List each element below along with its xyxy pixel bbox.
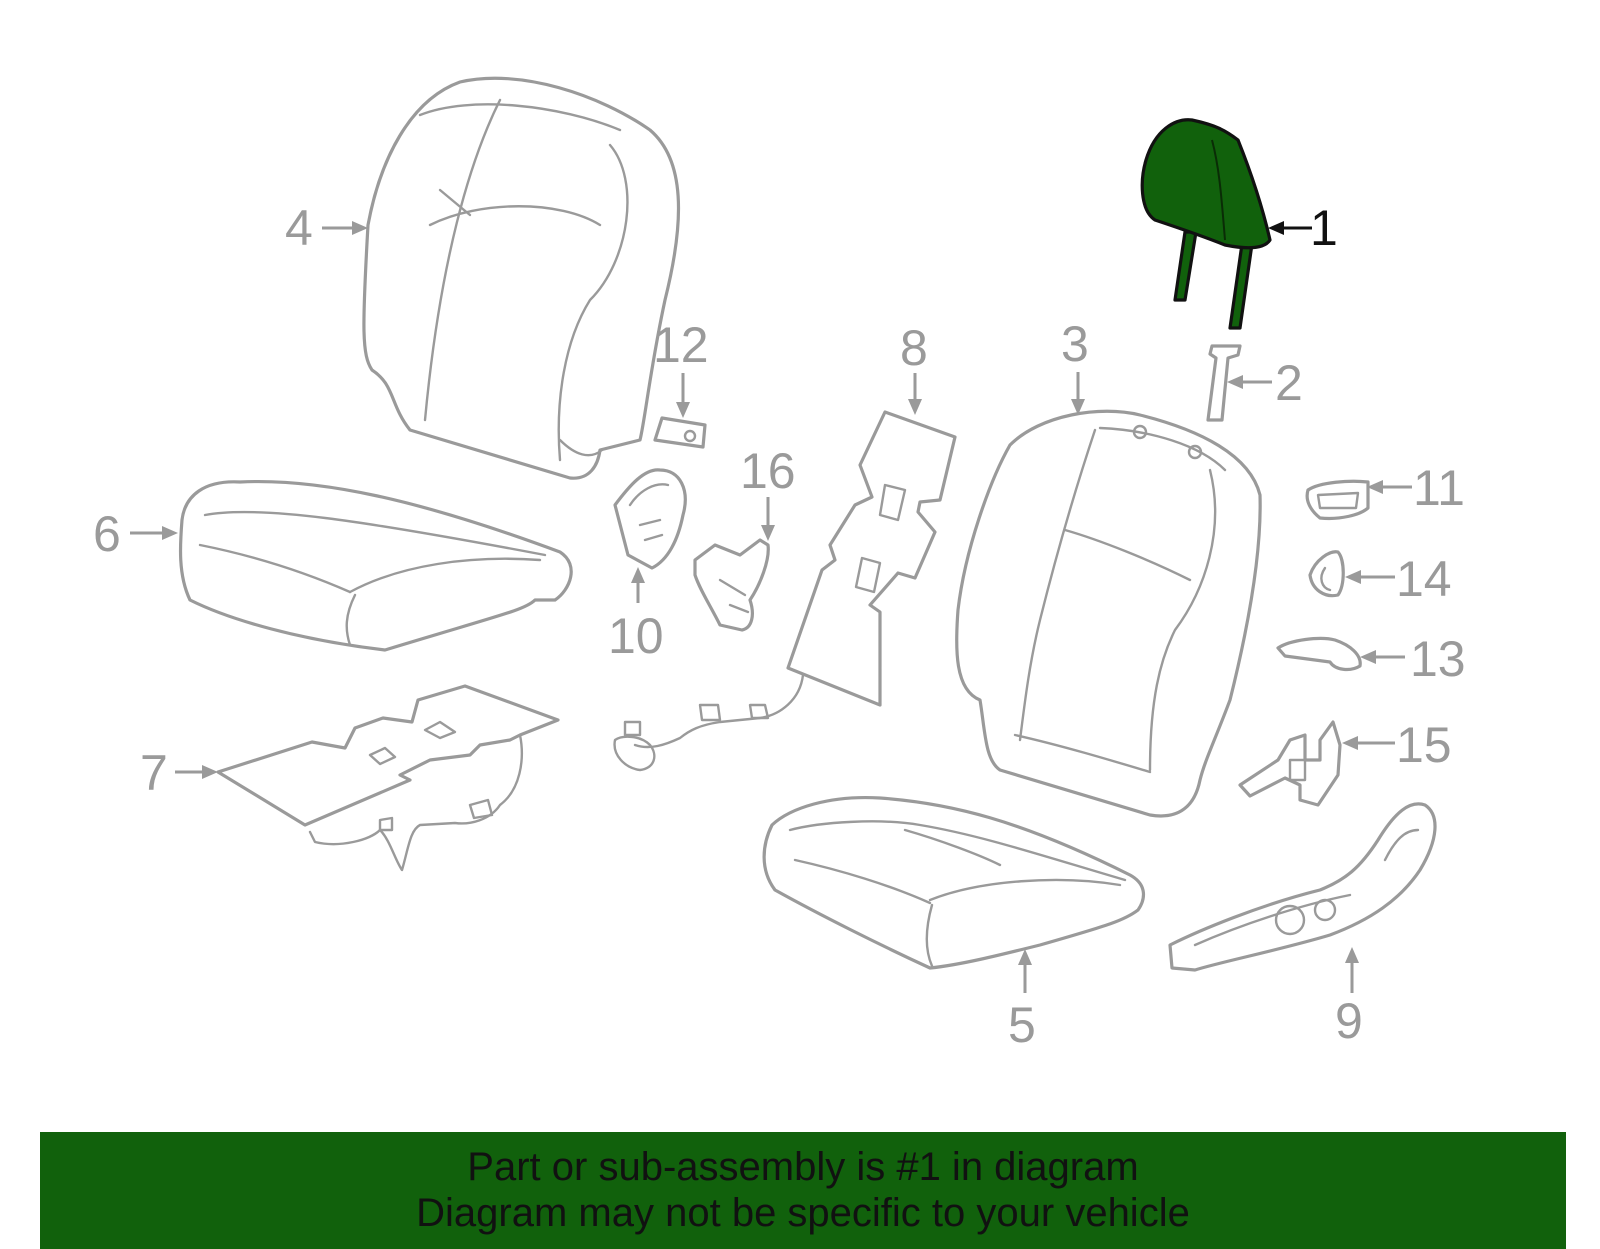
info-banner: Part or sub-assembly is #1 in diagram Di… — [40, 1132, 1566, 1249]
callout-8: 8 — [900, 320, 928, 376]
part-16-sensor[interactable] — [693, 538, 770, 632]
part-11-trim[interactable] — [1305, 479, 1370, 521]
callout-15: 15 — [1396, 717, 1452, 773]
callout-arrow-1 — [1268, 221, 1312, 235]
callout-14: 14 — [1396, 551, 1452, 607]
part-12-clip[interactable] — [653, 416, 707, 449]
part-3-seatback-cover[interactable] — [955, 409, 1262, 818]
callout-6: 6 — [93, 506, 121, 562]
callout-9: 9 — [1335, 993, 1363, 1049]
part-4-seatback-cover[interactable] — [362, 76, 681, 480]
part-9-side-trim[interactable] — [1168, 802, 1437, 972]
seat-parts-diagram: 1 2 3 4 5 6 7 8 9 10 11 12 13 14 15 16 — [93, 76, 1466, 1053]
part-7-heater-pad[interactable] — [216, 684, 560, 872]
part-1-headrest[interactable] — [1140, 118, 1272, 330]
callout-4: 4 — [285, 200, 313, 256]
part-14-cover[interactable] — [1308, 550, 1345, 598]
part-5-cushion-cover[interactable] — [762, 795, 1145, 970]
callout-7: 7 — [140, 745, 168, 801]
part-13-lever[interactable] — [1276, 636, 1362, 672]
callout-arrows — [130, 221, 1412, 993]
callout-1: 1 — [1310, 200, 1338, 256]
callout-labels: 1 2 3 4 5 6 7 8 9 10 11 12 13 14 15 16 — [93, 200, 1466, 1053]
callout-12: 12 — [653, 317, 709, 373]
banner-line-1: Part or sub-assembly is #1 in diagram — [467, 1145, 1139, 1189]
callout-10: 10 — [608, 608, 664, 664]
callout-11: 11 — [1413, 460, 1465, 516]
part-8-heater-pad[interactable] — [613, 410, 957, 772]
part-10-cover[interactable] — [613, 468, 687, 570]
callout-16: 16 — [740, 443, 796, 499]
callout-13: 13 — [1410, 631, 1466, 687]
callout-5: 5 — [1008, 997, 1036, 1053]
banner-line-2: Diagram may not be specific to your vehi… — [416, 1191, 1190, 1235]
part-15-bracket[interactable] — [1238, 720, 1342, 807]
callout-2: 2 — [1275, 355, 1303, 411]
part-6-cushion-cover[interactable] — [178, 479, 573, 652]
callout-3: 3 — [1061, 316, 1089, 372]
part-2-guide[interactable] — [1206, 344, 1242, 422]
